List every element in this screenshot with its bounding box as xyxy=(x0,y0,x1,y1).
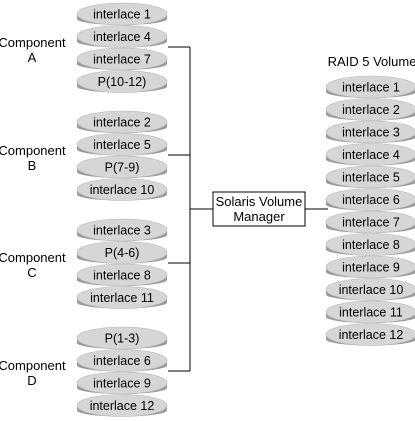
component-c-disk: interlace 8 xyxy=(76,263,168,287)
component-c-disk: interlace 11 xyxy=(76,286,168,309)
raid5-volume-disk: interlace 7 xyxy=(325,210,415,234)
component-b-disk-label: interlace 5 xyxy=(93,138,151,152)
component-c-disk-label: P(4-6) xyxy=(105,246,140,260)
manager-label-line1: Solaris Volume xyxy=(216,194,303,209)
raid5-volume-disk: interlace 8 xyxy=(325,233,415,256)
raid5-volume-title: RAID 5 Volume xyxy=(328,54,415,69)
component-stacks: interlace 1 interlace 4 interlace 7 P(10-12… xyxy=(76,2,168,417)
solaris-volume-manager-box: Solaris Volume Manager xyxy=(212,191,306,227)
component-b-label-name: Component xyxy=(0,143,66,158)
connector-lines xyxy=(168,46,328,372)
component-c-disk-label: interlace 3 xyxy=(93,224,151,238)
raid5-volume-disk: interlace 4 xyxy=(325,143,415,166)
raid5-volume-stack: interlace 1 interlace 2 interlace 3 interla… xyxy=(325,75,415,346)
manager-label-line2: Manager xyxy=(233,209,285,224)
component-b-label-letter: B xyxy=(28,158,37,173)
component-c-label-letter: C xyxy=(27,265,36,280)
raid5-volume-disk: interlace 11 xyxy=(325,300,415,324)
raid5-volume-disk-label: interlace 3 xyxy=(342,126,400,140)
component-c-disk: interlace 3 xyxy=(76,218,168,242)
component-d-disk-label: interlace 6 xyxy=(93,354,151,368)
component-a-label-name: Component xyxy=(0,35,66,50)
raid5-volume-disk: interlace 2 xyxy=(325,98,415,121)
component-d-disk: interlace 6 xyxy=(76,349,168,372)
component-b-disk: interlace 2 xyxy=(76,110,168,134)
raid5-volume-disk-label: interlace 7 xyxy=(342,216,400,230)
component-c-disk-label: interlace 8 xyxy=(93,269,151,283)
raid5-volume-disk-label: interlace 10 xyxy=(339,283,404,297)
raid5-volume-disk-label: interlace 2 xyxy=(342,103,400,117)
component-d-disk: interlace 12 xyxy=(76,394,168,417)
raid5-volume-disk-label: interlace 1 xyxy=(342,81,400,95)
raid5-volume-disk: interlace 1 xyxy=(325,75,415,99)
component-a-disk-label: interlace 4 xyxy=(93,30,151,44)
component-a-disk: interlace 7 xyxy=(76,47,168,71)
component-d-disk-label: interlace 9 xyxy=(93,377,151,391)
raid5-volume-disk-label: interlace 5 xyxy=(342,171,400,185)
component-a-disk: P(10-12) xyxy=(76,70,168,93)
component-b-stack: interlace 2 interlace 5 P(7-9) interlace 10 xyxy=(76,110,168,201)
raid5-volume-disk: interlace 10 xyxy=(325,278,415,301)
component-c-label-name: Component xyxy=(0,250,66,265)
raid5-volume-disk-label: interlace 4 xyxy=(342,148,400,162)
component-b-disk-label: interlace 10 xyxy=(90,183,155,197)
component-d-disk-label: interlace 12 xyxy=(90,399,155,413)
raid5-volume-disk-label: interlace 8 xyxy=(342,238,400,252)
component-a-disk-label: interlace 1 xyxy=(93,8,151,22)
raid5-volume-disk-label: interlace 9 xyxy=(342,261,400,275)
component-d-stack: P(1-3) interlace 6 interlace 9 interlace 12 xyxy=(76,326,168,417)
component-a-disk: interlace 4 xyxy=(76,25,168,48)
raid5-volume-disk: interlace 3 xyxy=(325,120,415,144)
raid5-volume-disk: interlace 6 xyxy=(325,188,415,211)
component-d-label-name: Component xyxy=(0,358,66,373)
raid5-volume-disk: interlace 9 xyxy=(325,255,415,279)
raid5-volume-disk: interlace 5 xyxy=(325,165,415,189)
component-b-disk: P(7-9) xyxy=(76,155,168,179)
component-a-disk-label: interlace 7 xyxy=(93,53,151,67)
component-a-disk: interlace 1 xyxy=(76,2,168,26)
component-b-disk: interlace 5 xyxy=(76,133,168,156)
component-d-disk: interlace 9 xyxy=(76,371,168,395)
component-c-disk: P(4-6) xyxy=(76,241,168,264)
component-a-label-letter: A xyxy=(28,50,37,65)
component-d-disk: P(1-3) xyxy=(76,326,168,350)
component-a-stack: interlace 1 interlace 4 interlace 7 P(10-12… xyxy=(76,2,168,93)
component-d-disk-label: P(1-3) xyxy=(105,332,140,346)
raid5-volume-disk: interlace 12 xyxy=(325,323,415,346)
component-b-disk-label: P(7-9) xyxy=(105,161,140,175)
component-d-label-letter: D xyxy=(27,373,36,388)
component-c-disk-label: interlace 11 xyxy=(90,291,154,305)
raid5-volume-disk-label: interlace 6 xyxy=(342,193,400,207)
raid5-volume-disk-label: interlace 12 xyxy=(339,328,404,342)
raid5-volume-disk-label: interlace 11 xyxy=(339,306,403,320)
component-b-disk: interlace 10 xyxy=(76,178,168,201)
component-a-disk-label: P(10-12) xyxy=(98,75,147,89)
component-c-stack: interlace 3 P(4-6) interlace 8 interlace 11 xyxy=(76,218,168,309)
component-b-disk-label: interlace 2 xyxy=(93,116,151,130)
